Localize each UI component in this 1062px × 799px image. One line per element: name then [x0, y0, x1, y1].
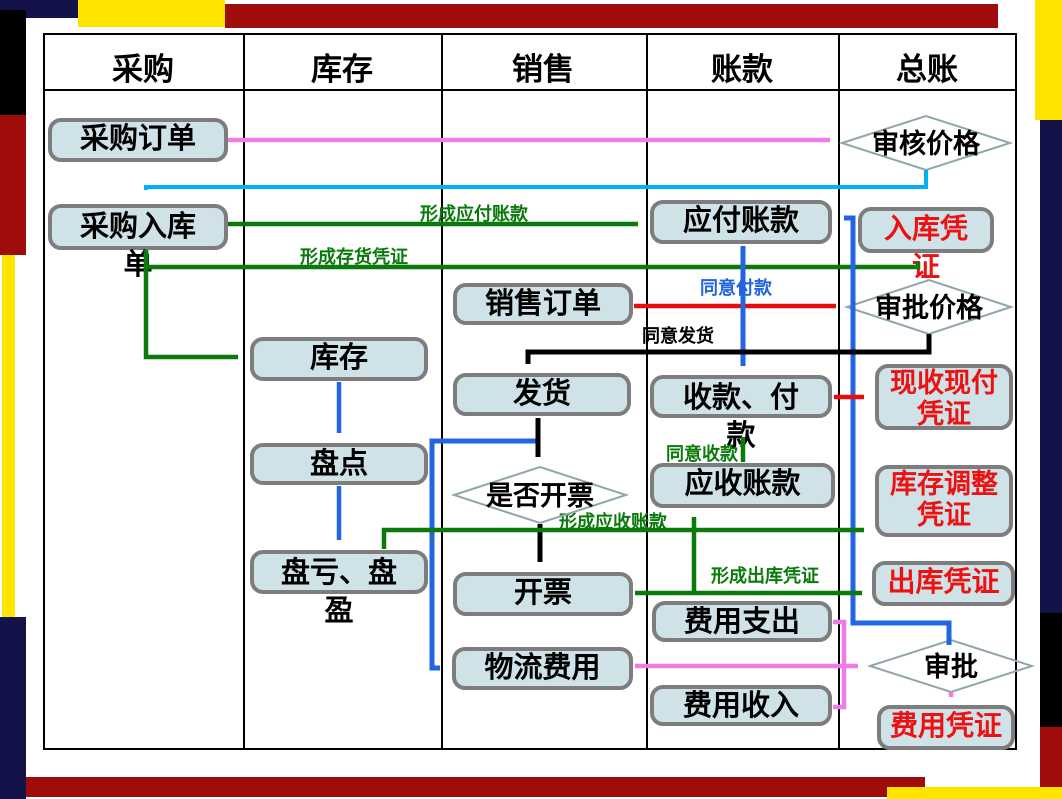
- edge-label-forms-accounts-payable: 形成应付账款: [420, 204, 528, 224]
- border-yellow-top: [78, 0, 225, 27]
- border-red-right: [1040, 727, 1062, 787]
- lane-header-inventory: 库存: [311, 52, 373, 87]
- node-expense-payment: 费用支出: [652, 601, 832, 642]
- lane-divider-1: [243, 33, 245, 750]
- node-inventory: 库存: [250, 337, 428, 381]
- node-ship-goods: 发货: [453, 373, 631, 416]
- node-receive-pay: 收款、付 款: [650, 375, 832, 452]
- lane-divider-4: [838, 33, 840, 750]
- lane-header-purchasing: 采购: [112, 52, 174, 87]
- border-black-left: [0, 10, 26, 115]
- edge-label-agree-to-pay: 同意付款: [700, 278, 772, 298]
- node-purchase-order: 采购订单: [48, 118, 228, 162]
- node-logistics-expense: 物流费用: [452, 647, 633, 690]
- lane-header-accounts: 账款: [711, 52, 773, 87]
- border-red-left: [0, 115, 26, 255]
- border-red-bottom: [26, 777, 925, 797]
- lane-header-general-ledger: 总账: [896, 52, 958, 87]
- node-cash-voucher: 现收现付 凭证: [875, 364, 1013, 430]
- node-inventory-adjust-voucher: 库存调整 凭证: [875, 465, 1013, 537]
- node-sales-order: 销售订单: [453, 283, 633, 325]
- edge-label-forms-outbound-voucher: 形成出库凭证: [711, 566, 819, 586]
- lane-header-sales: 销售: [512, 52, 574, 87]
- node-outbound-voucher: 出库凭证: [872, 561, 1015, 606]
- edge-label-forms-accounts-receivable: 形成应收账款: [559, 512, 667, 532]
- border-yellow-bottom: [887, 787, 1062, 799]
- node-expense-voucher: 费用凭证: [877, 705, 1015, 750]
- border-navy-right: [1040, 120, 1062, 613]
- border-yellow-left: [2, 255, 15, 617]
- border-red-top: [225, 4, 998, 28]
- border-black-right: [1040, 613, 1062, 727]
- node-accounts-payable: 应付账款: [650, 200, 832, 244]
- swimlane-table: [43, 33, 1017, 750]
- node-purchase-receipt: 采购入库 单: [48, 204, 228, 281]
- node-expense-income: 费用收入: [650, 685, 832, 726]
- node-inbound-voucher: 入库凭 证: [858, 207, 994, 283]
- table-header-line: [43, 89, 1017, 91]
- edge-label-forms-inventory-voucher: 形成存货凭证: [300, 247, 408, 267]
- edge-label-agree-to-receive: 同意收款: [666, 444, 738, 464]
- border-yellow-top-right: [1035, 0, 1062, 120]
- lane-divider-3: [646, 33, 648, 750]
- border-navy-bottom-left: [0, 617, 26, 799]
- node-stocktake: 盘点: [250, 443, 428, 485]
- node-stock-loss-gain: 盘亏、盘 盈: [250, 550, 428, 627]
- node-invoicing: 开票: [453, 572, 633, 616]
- edge-label-agree-to-ship: 同意发货: [642, 326, 714, 346]
- node-accounts-receivable: 应收账款: [650, 463, 835, 508]
- lane-divider-2: [441, 33, 443, 750]
